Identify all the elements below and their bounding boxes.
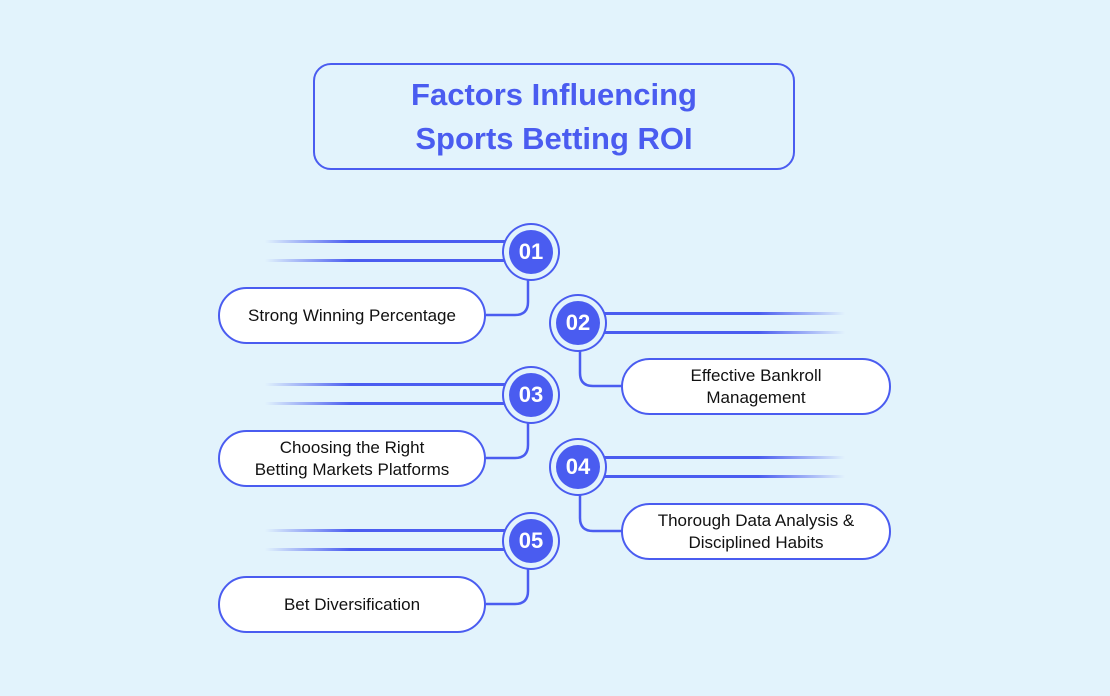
step-01-lines [265,240,530,317]
step-05-label: Bet Diversification [283,594,421,614]
step-04-lines [578,456,845,533]
title-line-2: Sports Betting ROI [415,120,693,156]
step-03-card: Choosing the Right Betting Markets Platf… [218,430,486,487]
step-03-lines [265,383,530,460]
step-03-label-line-1: Choosing the Right [279,437,425,457]
step-02-label-line-1: Effective Bankroll [690,365,822,385]
step-04-badge: 04 [556,445,600,489]
step-05-badge: 05 [509,519,553,563]
step-01-label: Strong Winning Percentage [248,305,456,325]
step-04-card: Thorough Data Analysis & Disciplined Hab… [621,503,891,560]
step-03-badge: 03 [509,373,553,417]
diagram-title: Factors Influencing Sports Betting ROI [313,63,795,170]
step-02-card: Effective Bankroll Management [621,358,891,415]
step-04-label-line-2: Disciplined Habits [688,532,824,552]
step-01-card: Strong Winning Percentage [218,287,486,344]
step-01-badge: 01 [509,230,553,274]
step-02-badge: 02 [556,301,600,345]
title-line-1: Factors Influencing [411,76,697,112]
step-05-card: Bet Diversification [218,576,486,633]
step-02-label-line-2: Management [706,387,806,407]
step-05-lines [265,529,530,606]
step-03-label-line-2: Betting Markets Platforms [254,459,450,479]
step-04-label-line-1: Thorough Data Analysis & [657,510,855,530]
step-02-lines [578,312,845,388]
